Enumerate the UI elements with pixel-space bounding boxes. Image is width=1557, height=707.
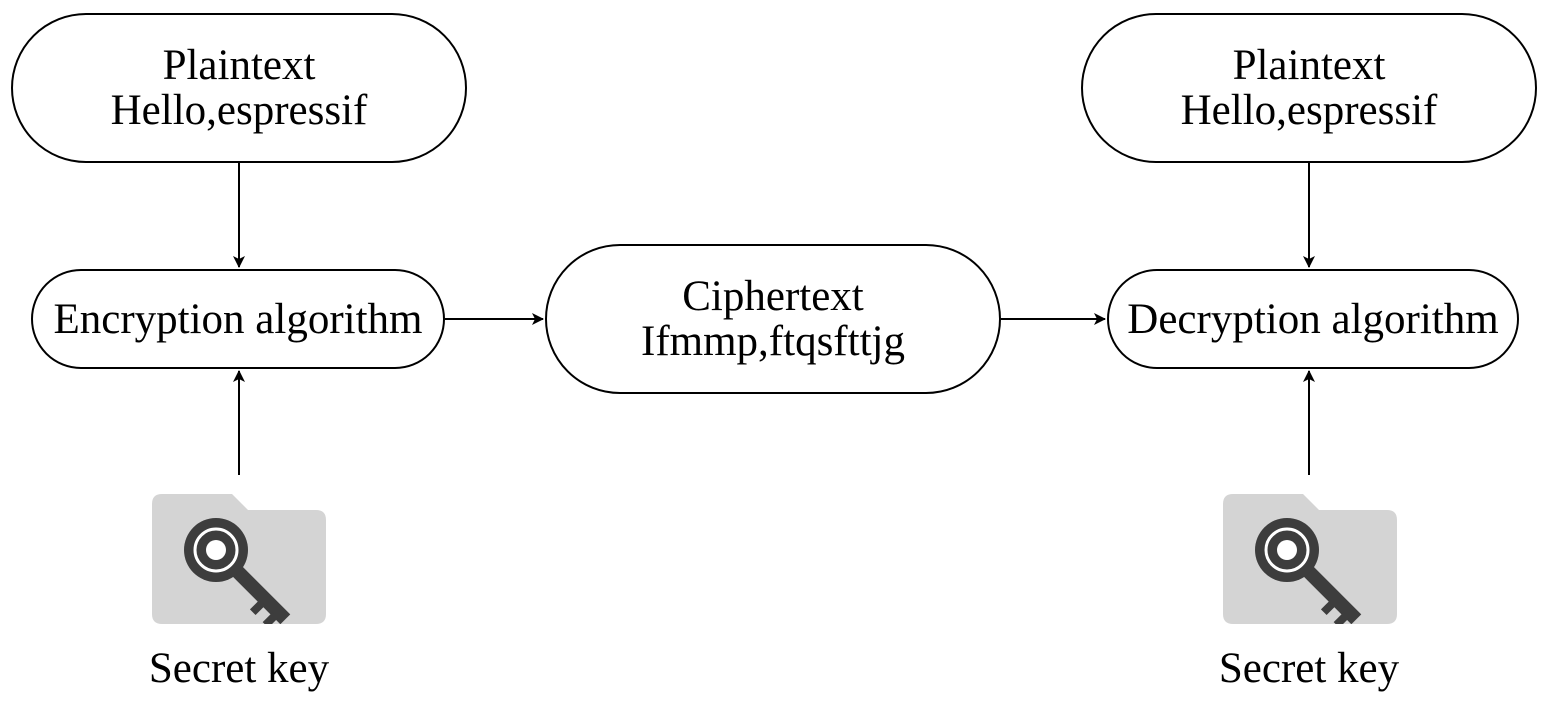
plaintext-node-left: Plaintext Hello,espressif (11, 13, 467, 163)
plaintext-title: Plaintext (1232, 42, 1386, 89)
ciphertext-node: Ciphertext Ifmmp,ftqsfttjg (545, 244, 1001, 394)
plaintext-title: Plaintext (162, 42, 316, 89)
encryption-label: Encryption algorithm (53, 295, 423, 343)
ciphertext-title: Ciphertext (682, 273, 864, 320)
encryption-algorithm-node: Encryption algorithm (31, 269, 445, 369)
key-folder-icon (152, 494, 326, 624)
secret-key-label-right: Secret key (1218, 645, 1400, 692)
ciphertext-value: Ifmmp,ftqsfttjg (641, 318, 905, 365)
plaintext-value: Hello,espressif (110, 87, 368, 134)
plaintext-value: Hello,espressif (1180, 87, 1438, 134)
plaintext-node-right: Plaintext Hello,espressif (1081, 13, 1537, 163)
decryption-algorithm-node: Decryption algorithm (1107, 269, 1519, 369)
key-folder-icon (1223, 494, 1397, 624)
secret-key-label-left: Secret key (148, 645, 330, 692)
decryption-label: Decryption algorithm (1127, 295, 1499, 343)
